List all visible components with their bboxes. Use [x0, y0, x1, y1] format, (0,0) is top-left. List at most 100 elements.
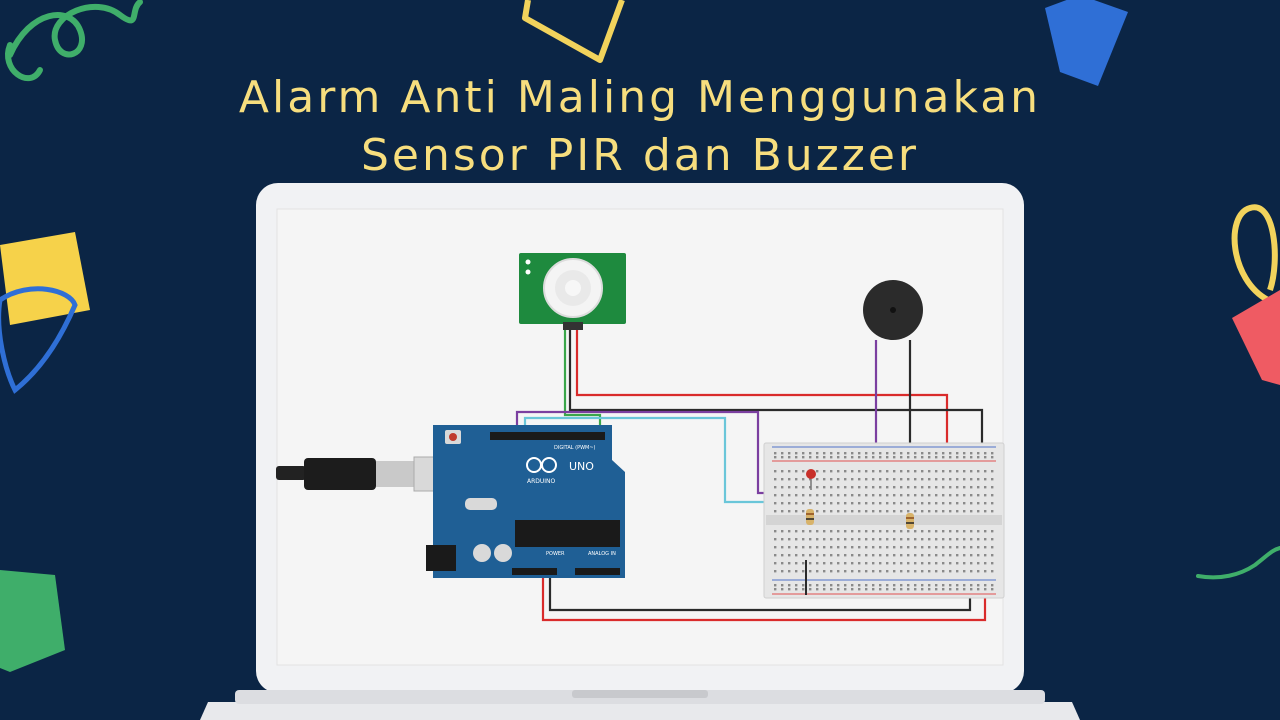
- breadboard-hole: [928, 554, 931, 557]
- breadboard-hole: [907, 494, 910, 497]
- breadboard-hole: [921, 570, 924, 573]
- breadboard-hole: [963, 538, 966, 541]
- breadboard-hole: [816, 554, 819, 557]
- breadboard-hole: [935, 530, 938, 533]
- breadboard-hole: [858, 456, 861, 459]
- breadboard-hole: [879, 502, 882, 505]
- breadboard-hole: [809, 478, 812, 481]
- breadboard-hole: [935, 584, 938, 587]
- breadboard-hole: [858, 538, 861, 541]
- breadboard-hole: [963, 554, 966, 557]
- breadboard-hole: [921, 486, 924, 489]
- breadboard-hole: [837, 452, 840, 455]
- wire-green-pir-out: [563, 330, 602, 433]
- breadboard-hole: [865, 456, 868, 459]
- breadboard-hole: [977, 584, 980, 587]
- green-wave-doodle: [1196, 546, 1280, 580]
- breadboard-hole: [935, 456, 938, 459]
- breadboard-hole: [788, 584, 791, 587]
- breadboard-hole: [802, 570, 805, 573]
- breadboard-hole: [844, 562, 847, 565]
- breadboard-hole: [795, 456, 798, 459]
- breadboard-hole: [837, 588, 840, 591]
- breadboard-hole: [949, 470, 952, 473]
- breadboard-hole: [830, 470, 833, 473]
- breadboard-hole: [823, 584, 826, 587]
- breadboard-hole: [991, 494, 994, 497]
- breadboard-hole: [956, 502, 959, 505]
- breadboard-hole: [949, 486, 952, 489]
- breadboard-hole: [963, 456, 966, 459]
- breadboard-hole: [893, 570, 896, 573]
- breadboard-hole: [977, 530, 980, 533]
- breadboard-hole: [774, 562, 777, 565]
- breadboard-hole: [942, 452, 945, 455]
- breadboard-hole: [942, 584, 945, 587]
- breadboard: [763, 442, 1005, 599]
- breadboard-hole: [837, 554, 840, 557]
- breadboard-hole: [907, 530, 910, 533]
- breadboard-hole: [907, 510, 910, 513]
- breadboard-hole: [956, 530, 959, 533]
- breadboard-hole: [830, 584, 833, 587]
- breadboard-hole: [886, 562, 889, 565]
- breadboard-hole: [907, 452, 910, 455]
- breadboard-hole: [809, 546, 812, 549]
- breadboard-hole: [830, 494, 833, 497]
- breadboard-hole: [858, 494, 861, 497]
- breadboard-hole: [774, 478, 777, 481]
- breadboard-hole: [956, 562, 959, 565]
- breadboard-hole: [795, 486, 798, 489]
- breadboard-hole: [837, 478, 840, 481]
- breadboard-hole: [900, 546, 903, 549]
- breadboard-hole: [795, 478, 798, 481]
- breadboard-hole: [795, 588, 798, 591]
- breadboard-hole: [872, 502, 875, 505]
- yellow-tile-doodle: [0, 232, 90, 325]
- breadboard-hole: [816, 570, 819, 573]
- led-red: [806, 469, 816, 490]
- breadboard-hole: [886, 494, 889, 497]
- breadboard-hole: [886, 588, 889, 591]
- breadboard-hole: [844, 486, 847, 489]
- breadboard-hole: [970, 452, 973, 455]
- breadboard-hole: [837, 470, 840, 473]
- breadboard-hole: [893, 546, 896, 549]
- breadboard-hole: [935, 478, 938, 481]
- breadboard-hole: [900, 554, 903, 557]
- breadboard-hole: [886, 570, 889, 573]
- breadboard-hole: [823, 494, 826, 497]
- breadboard-hole: [893, 478, 896, 481]
- arduino-power-jack: [426, 545, 456, 571]
- blue-leaf-doodle: [0, 286, 78, 394]
- breadboard-hole: [851, 554, 854, 557]
- breadboard-hole: [886, 478, 889, 481]
- breadboard-hole: [879, 478, 882, 481]
- breadboard-hole: [893, 486, 896, 489]
- breadboard-hole: [795, 546, 798, 549]
- breadboard-hole: [816, 584, 819, 587]
- breadboard-hole: [914, 546, 917, 549]
- breadboard-hole: [795, 502, 798, 505]
- breadboard-hole: [984, 502, 987, 505]
- breadboard-hole: [851, 502, 854, 505]
- breadboard-hole: [956, 494, 959, 497]
- breadboard-hole: [809, 562, 812, 565]
- breadboard-hole: [781, 530, 784, 533]
- breadboard-hole: [851, 494, 854, 497]
- breadboard-hole: [977, 452, 980, 455]
- breadboard-hole: [823, 486, 826, 489]
- breadboard-hole: [802, 588, 805, 591]
- breadboard-hole: [914, 584, 917, 587]
- breadboard-hole: [872, 478, 875, 481]
- breadboard-hole: [872, 538, 875, 541]
- breadboard-hole: [921, 562, 924, 565]
- breadboard-hole: [879, 530, 882, 533]
- breadboard-hole: [928, 570, 931, 573]
- breadboard-hole: [963, 584, 966, 587]
- breadboard-hole: [970, 486, 973, 489]
- red-tile-doodle: [1232, 290, 1280, 385]
- breadboard-hole: [781, 486, 784, 489]
- breadboard-hole: [907, 584, 910, 587]
- breadboard-hole: [816, 588, 819, 591]
